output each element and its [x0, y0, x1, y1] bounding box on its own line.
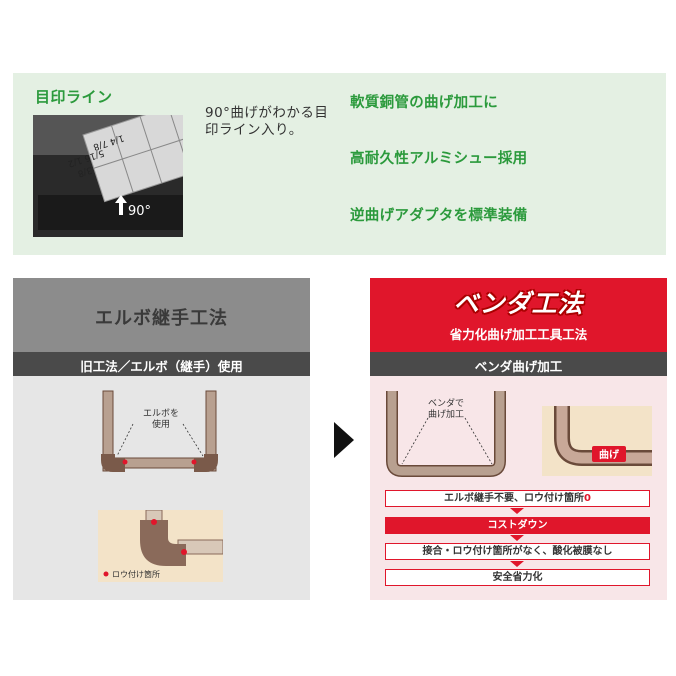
right-bar: ベンダ曲げ加工 [370, 352, 667, 376]
left-title: エルボ継手工法 [95, 308, 228, 329]
legend-brazing-points: ロウ付け箇所 [112, 569, 160, 579]
up-arrow-icon [115, 195, 127, 215]
benefit-safety: 安全省力化 [385, 569, 650, 586]
brazing-count: 0 [584, 493, 591, 504]
elbow-method-panel: エルボ継手工法 旧工法／エルボ（継手）使用 エルボを 使用 ロウ付け箇所 [13, 278, 310, 600]
arrow-right-icon [334, 422, 354, 458]
left-callout-line2: 使用 [152, 418, 170, 430]
benefit-no-oxide: 接合・ロウ付け箇所がなく、酸化被膜なし [385, 543, 650, 560]
cost-down-banner: コストダウン [385, 517, 650, 534]
feature-1: 高耐久性アルミシュー採用 [350, 151, 528, 167]
left-header: エルボ継手工法 [13, 278, 310, 352]
marker-line-photo: 1/4 7/8 5/16 1/2 3/8 90° [33, 115, 183, 237]
right-subtitle: 省力化曲げ加工工具工法 [449, 327, 588, 342]
right-header: ベンダ工法 省力化曲げ加工工具工法 [370, 278, 667, 352]
elbow-joint-closeup: ロウ付け箇所 [98, 509, 224, 582]
bend-label: 曲げ [599, 448, 620, 461]
left-subtitle: 旧工法／エルボ（継手）使用 [80, 359, 243, 374]
left-callout-line1: エルボを [143, 408, 179, 419]
marker-title: 目印ライン [35, 88, 113, 106]
bend-closeup: 曲げ [542, 406, 652, 476]
elbow-right [194, 454, 218, 472]
photo-label-2: 3/8 [76, 164, 93, 178]
elbow-left [101, 454, 125, 472]
feature-0: 軟質銅管の曲げ加工に [350, 95, 498, 111]
bender-method-panel: ベンダ工法 省力化曲げ加工工具工法 ベンダ曲げ加工 ベンダで 曲げ加工 曲げ エ… [370, 278, 667, 600]
right-bar-text: ベンダ曲げ加工 [474, 359, 563, 374]
top-panel: 目印ライン 1/4 7/8 5/16 1/2 3/8 90° 90°曲げがわかる… [13, 73, 666, 255]
photo-label-3: 90° [128, 204, 151, 219]
down-arrow-icon [510, 535, 524, 541]
right-callout-line1: ベンダで [428, 397, 464, 409]
right-callout-line2: 曲げ加工 [428, 409, 464, 420]
feature-2: 逆曲げアダプタを標準装備 [350, 208, 528, 224]
right-title: ベンダ工法 [453, 289, 584, 318]
bender-pipe-diagram: ベンダで 曲げ加工 [386, 391, 506, 477]
left-subtitle-bar: 旧工法／エルボ（継手）使用 [13, 352, 310, 376]
benefit-no-elbow-text: エルボ継手不要、ロウ付け箇所 [444, 493, 585, 504]
benefit-no-elbow: エルボ継手不要、ロウ付け箇所0 [385, 490, 650, 507]
down-arrow-icon [510, 508, 524, 514]
elbow-pipe-diagram: エルボを 使用 [101, 390, 218, 472]
down-arrow-icon [510, 561, 524, 567]
marker-description: 90°曲げがわかる目印ライン入り。 [205, 105, 329, 138]
